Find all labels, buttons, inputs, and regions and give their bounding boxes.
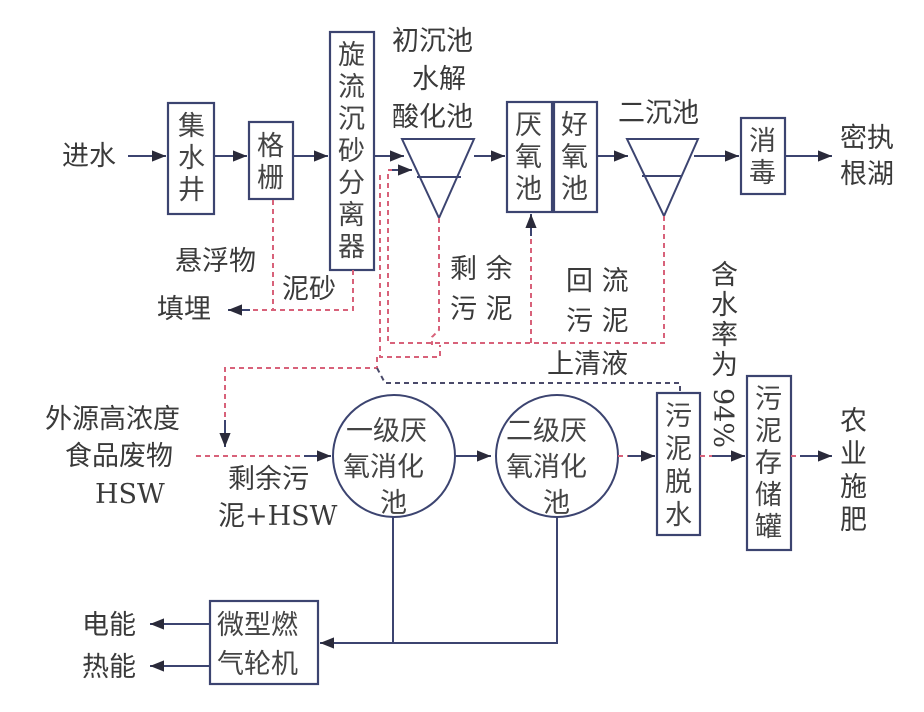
excess-sludge-line <box>431 218 440 345</box>
sump-label-3: 井 <box>178 175 205 206</box>
moisture-char-1: 含 <box>711 260 738 291</box>
microturbine-box: 微型燃 气轮机 <box>208 599 320 686</box>
external-waste-label-1: 外源高浓度 <box>45 404 180 435</box>
disinfection-label-2: 毒 <box>749 158 776 189</box>
external-waste-label-2: 食品废物 <box>65 441 173 472</box>
agriculture-label: 农 业 施 肥 <box>840 406 867 536</box>
primary-clarifier-label-1: 初沉池 <box>392 26 473 57</box>
electricity-label: 电能 <box>82 610 136 641</box>
supernatant-line <box>376 367 681 392</box>
digester-2-label-1: 二级厌 <box>506 416 587 447</box>
return-sludge-line <box>387 169 665 344</box>
excess-sludge-label-2: 污 泥 <box>450 294 513 325</box>
outflow-label-2: 根湖 <box>840 159 894 190</box>
outflow-label-1: 密执 <box>840 123 894 154</box>
anaerobic-label-2: 氧 <box>515 142 542 173</box>
aerobic-label-2: 氧 <box>561 142 588 173</box>
dewatering-label-2: 泥 <box>665 434 692 465</box>
moisture-note: 含 水 率 为 94% <box>707 260 738 448</box>
storage-label-5: 罐 <box>755 512 782 543</box>
agri-char-2: 业 <box>840 439 867 470</box>
grit-label-4: 砂 <box>338 136 365 167</box>
supernatant-label: 上清液 <box>547 349 628 380</box>
storage-label-2: 泥 <box>755 416 782 447</box>
return-sludge-label-1: 回 流 <box>566 266 629 297</box>
disinfection-box: 消 毒 <box>739 116 787 196</box>
screen-box: 格 栅 <box>247 120 295 201</box>
moisture-char-2: 水 <box>711 290 738 321</box>
aerobic-tank-box: 好 氧 池 <box>552 100 599 214</box>
aerobic-label-1: 好 <box>561 110 588 141</box>
sludge-to-digester-line <box>224 357 378 430</box>
screen-label-2: 栅 <box>257 163 284 194</box>
agri-char-1: 农 <box>840 406 867 437</box>
storage-label-3: 存 <box>755 448 782 479</box>
disinfection-label-1: 消 <box>749 126 776 157</box>
grit-label-2: 流 <box>338 72 365 103</box>
digester-1: 一级厌 氧消化 池 <box>332 394 456 519</box>
grit-output-label: 泥砂 <box>282 274 336 305</box>
heat-label: 热能 <box>82 652 136 683</box>
secondary-clarifier-symbol <box>625 138 700 219</box>
aerobic-label-3: 池 <box>561 174 588 205</box>
primary-clarifier-label-3: 酸化池 <box>392 102 473 133</box>
storage-label-4: 储 <box>755 480 782 511</box>
dewatering-label-1: 污 <box>665 401 692 432</box>
grit-to-landfill-line <box>236 270 354 311</box>
mixed-feed-label-2: 泥+HSW <box>218 501 338 532</box>
primary-clarifier-symbol <box>400 138 476 221</box>
return-sludge-label-2: 污 泥 <box>566 306 629 337</box>
moisture-value: 94% <box>707 388 738 448</box>
biogas-line-1 <box>320 517 394 644</box>
anaerobic-label-3: 池 <box>515 174 542 205</box>
grit-separator-box: 旋 流 沉 砂 分 离 器 <box>328 30 376 272</box>
suspended-solids-label: 悬浮物 <box>175 246 256 277</box>
sludge-collect-line <box>379 175 441 358</box>
dewatering-label-3: 脱 <box>665 467 692 498</box>
digester-2: 二级厌 氧消化 池 <box>495 394 619 519</box>
biogas-line-2 <box>393 517 558 644</box>
grit-label-3: 沉 <box>338 104 365 135</box>
screen-label-1: 格 <box>257 131 284 162</box>
sump-label-2: 水 <box>178 143 205 174</box>
anaerobic-tank-box: 厌 氧 池 <box>505 100 554 214</box>
moisture-char-4: 为 <box>711 350 738 381</box>
moisture-char-3: 率 <box>711 320 738 351</box>
sludge-storage-box: 污 泥 存 储 罐 <box>745 374 793 552</box>
secondary-clarifier-label: 二沉池 <box>618 98 699 129</box>
anaerobic-label-1: 厌 <box>515 110 542 141</box>
microturbine-label-1: 微型燃 <box>217 610 298 641</box>
digester-1-label-1: 一级厌 <box>346 416 427 447</box>
external-waste-label-3: HSW <box>95 479 165 510</box>
inflow-label: 进水 <box>62 141 116 172</box>
sump-box: 集 水 井 <box>166 101 216 216</box>
grit-label-7: 器 <box>338 232 365 263</box>
grit-label-1: 旋 <box>338 40 365 71</box>
grit-label-5: 分 <box>338 168 365 199</box>
mixed-feed-label-1: 剩余污 <box>228 464 309 495</box>
storage-label-1: 污 <box>755 384 782 415</box>
landfill-label: 填埋 <box>157 294 211 325</box>
digester-1-label-3: 池 <box>380 488 407 519</box>
digester-2-label-2: 氧消化 <box>506 452 587 483</box>
dewatering-box: 污 泥 脱 水 <box>655 391 702 537</box>
primary-clarifier-label-2: 水解 <box>412 64 466 95</box>
sump-label-1: 集 <box>178 111 205 142</box>
agri-char-4: 肥 <box>840 505 867 536</box>
agri-char-3: 施 <box>840 472 867 503</box>
grit-label-6: 离 <box>338 200 365 231</box>
digester-2-label-3: 池 <box>543 488 570 519</box>
digester-1-label-2: 氧消化 <box>343 452 424 483</box>
microturbine-label-2: 气轮机 <box>217 649 298 680</box>
excess-sludge-label-1: 剩 余 <box>450 254 513 285</box>
dewatering-label-4: 水 <box>665 500 692 531</box>
